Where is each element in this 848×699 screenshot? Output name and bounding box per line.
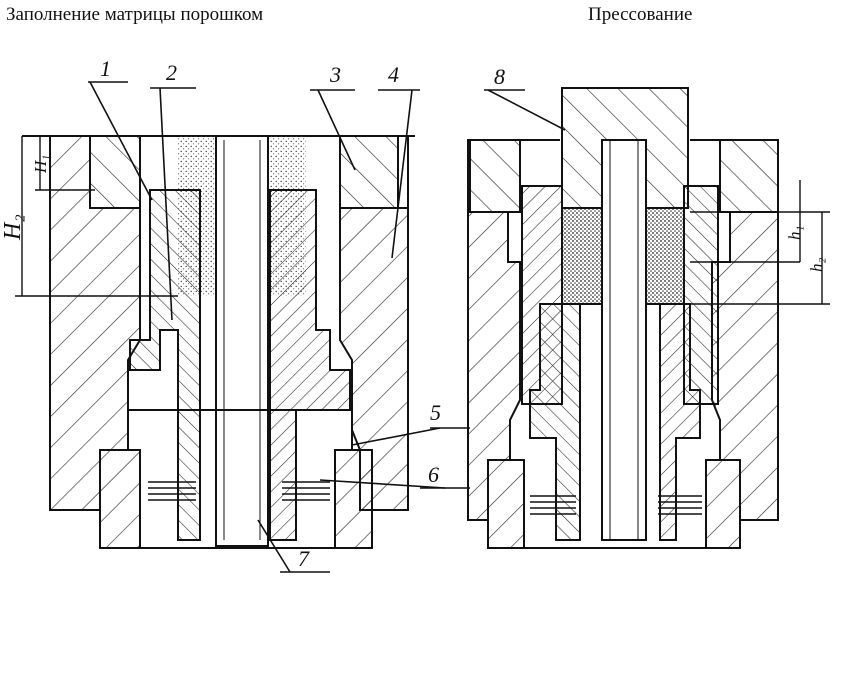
lower-punch-sleeve-left bbox=[521, 185, 563, 405]
filling-view bbox=[22, 135, 415, 549]
leader-4 bbox=[391, 89, 413, 259]
leader-6 bbox=[319, 479, 446, 489]
dimensions-right bbox=[690, 180, 830, 305]
holder-wall-right-r bbox=[705, 459, 741, 549]
leader-5 bbox=[351, 427, 441, 446]
lower-punch-left bbox=[129, 189, 201, 541]
core-rod-r bbox=[601, 139, 647, 541]
caption-pressing: Прессование bbox=[588, 4, 693, 25]
compact-right bbox=[643, 207, 685, 305]
dim-H1: H₁ bbox=[31, 155, 50, 174]
spring-left-r bbox=[530, 495, 576, 515]
die-insert-left bbox=[89, 135, 141, 209]
lower-punch-sleeve-right bbox=[683, 185, 719, 405]
die-insert-right-r bbox=[719, 139, 779, 213]
leader-8 bbox=[487, 89, 566, 131]
callout-5: 5 bbox=[430, 400, 441, 425]
callout-7: 7 bbox=[298, 546, 310, 571]
caption-filling: Заполнение матрицы порошком bbox=[6, 4, 264, 25]
compact-left bbox=[561, 207, 603, 305]
die-insert-left-r bbox=[469, 139, 521, 213]
holder-wall-right bbox=[334, 449, 373, 549]
dim-H2: H₂ bbox=[0, 214, 26, 241]
leader-2 bbox=[159, 87, 173, 321]
dim-h1: h₁ bbox=[785, 226, 804, 240]
callout-6: 6 bbox=[428, 462, 439, 487]
holder-wall-left bbox=[99, 449, 141, 549]
callout-2: 2 bbox=[166, 60, 177, 85]
holder-wall-left-r bbox=[487, 459, 525, 549]
callout-8: 8 bbox=[494, 64, 505, 89]
lower-punch-right bbox=[269, 189, 351, 541]
die-insert-right bbox=[339, 135, 399, 209]
dimensions-left bbox=[15, 136, 178, 297]
spring-right bbox=[282, 481, 330, 501]
pressing-view bbox=[467, 87, 779, 549]
spring-right-r bbox=[658, 495, 702, 515]
dim-h2: h₂ bbox=[807, 258, 826, 273]
callout-3: 3 bbox=[329, 62, 341, 87]
spring-left bbox=[148, 481, 196, 501]
leader-3 bbox=[317, 89, 356, 171]
callout-4: 4 bbox=[388, 62, 399, 87]
leader-1 bbox=[89, 81, 153, 201]
core-rod bbox=[215, 135, 269, 547]
leader-7 bbox=[257, 519, 291, 573]
callout-1: 1 bbox=[100, 56, 111, 81]
